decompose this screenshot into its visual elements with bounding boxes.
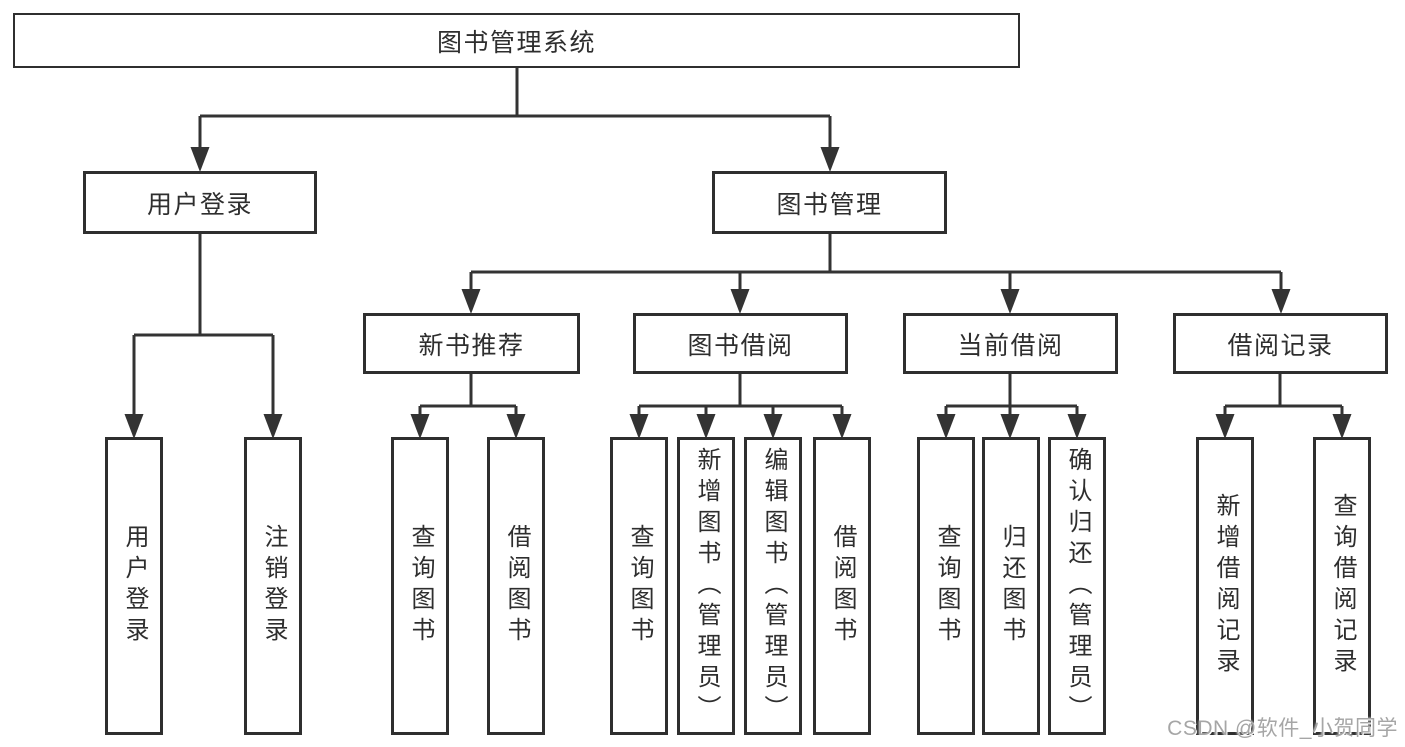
leaf-query-borrow-record: 查询借阅记录	[1313, 437, 1371, 735]
arrow-down-icon	[506, 414, 526, 439]
leaf-query-books-current: 查询图书	[917, 437, 975, 735]
arrow-down-icon	[263, 414, 283, 439]
connector-book-borrow-children	[637, 374, 844, 416]
arrow-down-icon	[1271, 289, 1291, 314]
arrow-down-icon	[190, 147, 210, 172]
arrow-down-icon	[730, 289, 750, 314]
leaf-confirm-return-admin: 确认归还（管理员）	[1048, 437, 1106, 735]
leaf-borrow-books-recommend: 借阅图书	[487, 437, 545, 735]
node-book-borrow-label: 图书借阅	[687, 331, 794, 360]
leaf-query-books-recommend: 查询图书	[391, 437, 449, 735]
connector-root-to-level2	[198, 68, 832, 150]
leaf-edit-book-admin: 编辑图书（管理员）	[744, 437, 802, 735]
leaf-edit-book-admin-label: 编辑图书（管理员）	[760, 446, 787, 726]
arrow-down-icon	[1000, 289, 1020, 314]
leaf-add-borrow-record: 新增借阅记录	[1196, 437, 1254, 735]
connector-user-login-children	[132, 234, 275, 416]
leaf-return-book: 归还图书	[982, 437, 1040, 735]
node-user-login-label: 用户登录	[146, 190, 253, 219]
arrow-down-icon	[763, 414, 783, 439]
connector-current-borrow-children	[944, 374, 1079, 416]
leaf-query-borrow-record-label: 查询借阅记录	[1329, 493, 1356, 679]
arrow-down-icon	[1000, 414, 1020, 439]
arrow-down-icon	[629, 414, 649, 439]
leaf-return-book-label: 归还图书	[998, 524, 1025, 648]
arrow-down-icon	[124, 414, 144, 439]
arrow-down-icon	[1067, 414, 1087, 439]
node-book-borrow: 图书借阅	[633, 313, 848, 374]
leaf-confirm-return-admin-label: 确认归还（管理员）	[1064, 446, 1091, 726]
node-borrow-records-label: 借阅记录	[1227, 331, 1334, 360]
arrow-down-icon	[832, 414, 852, 439]
leaf-borrow-books-recommend-label: 借阅图书	[503, 524, 530, 648]
leaf-query-books-recommend-label: 查询图书	[407, 524, 434, 648]
arrow-down-icon	[936, 414, 956, 439]
node-book-management-label: 图书管理	[776, 190, 883, 219]
leaf-add-book-admin: 新增图书（管理员）	[677, 437, 735, 735]
arrow-down-icon	[461, 289, 481, 314]
leaf-query-books-borrow: 查询图书	[610, 437, 668, 735]
arrow-down-icon	[410, 414, 430, 439]
node-borrow-records: 借阅记录	[1173, 313, 1388, 374]
leaf-query-books-current-label: 查询图书	[933, 524, 960, 648]
leaf-query-books-borrow-label: 查询图书	[626, 524, 653, 648]
arrowheads	[124, 147, 1352, 439]
leaf-logout: 注销登录	[244, 437, 302, 735]
connector-new-book-children	[418, 374, 518, 416]
leaf-logout-label: 注销登录	[260, 524, 287, 648]
arrow-down-icon	[1215, 414, 1235, 439]
connector-book-management-children	[469, 234, 1283, 292]
node-user-login: 用户登录	[83, 171, 317, 234]
node-root: 图书管理系统	[13, 13, 1020, 68]
leaf-borrow-books: 借阅图书	[813, 437, 871, 735]
watermark: CSDN @软件_小贺同学	[1167, 717, 1398, 740]
node-current-borrow-label: 当前借阅	[957, 331, 1064, 360]
leaf-user-login-label: 用户登录	[121, 524, 148, 648]
node-root-label: 图书管理系统	[436, 28, 596, 57]
node-new-book-recommend-label: 新书推荐	[418, 331, 525, 360]
node-current-borrow: 当前借阅	[903, 313, 1118, 374]
leaf-user-login: 用户登录	[105, 437, 163, 735]
arrow-down-icon	[696, 414, 716, 439]
leaf-borrow-books-label: 借阅图书	[829, 524, 856, 648]
leaf-add-book-admin-label: 新增图书（管理员）	[693, 446, 720, 726]
connector-borrow-records-children	[1223, 374, 1344, 416]
arrow-down-icon	[820, 147, 840, 172]
node-new-book-recommend: 新书推荐	[363, 313, 580, 374]
arrow-down-icon	[1332, 414, 1352, 439]
leaf-add-borrow-record-label: 新增借阅记录	[1212, 493, 1239, 679]
node-book-management: 图书管理	[712, 171, 947, 234]
